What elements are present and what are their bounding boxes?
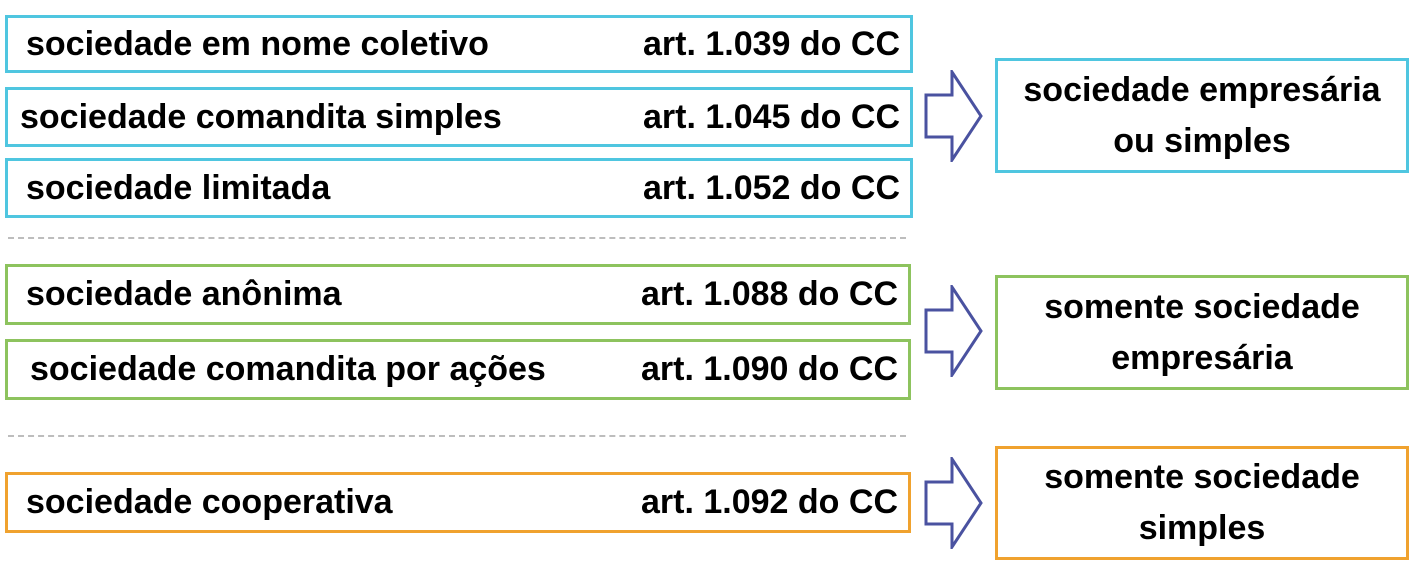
row-label: sociedade comandita por ações xyxy=(30,350,546,388)
result-line-2: empresária xyxy=(1111,338,1293,377)
row-article: art. 1.039 do CC xyxy=(643,24,900,63)
row-sociedade-comandita-por-acoes: sociedade comandita por ações art. 1.090… xyxy=(5,339,911,400)
row-article: art. 1.092 do CC xyxy=(641,483,898,521)
row-sociedade-comandita-simples: sociedade comandita simples art. 1.045 d… xyxy=(5,87,913,147)
row-article: art. 1.045 do CC xyxy=(643,97,900,136)
arrow-right-icon xyxy=(924,457,983,549)
result-somente-sociedade-empresaria: somente sociedade empresária xyxy=(995,275,1409,390)
result-line-1: somente sociedade xyxy=(1044,287,1360,326)
result-line-1: somente sociedade xyxy=(1044,458,1360,496)
row-sociedade-cooperativa: sociedade cooperativa art. 1.092 do CC xyxy=(5,472,911,533)
row-label: sociedade limitada xyxy=(26,168,331,207)
result-somente-sociedade-simples: somente sociedade simples xyxy=(995,446,1409,560)
result-sociedade-empresaria-ou-simples: sociedade empresária ou simples xyxy=(995,58,1409,173)
row-label: sociedade em nome coletivo xyxy=(26,24,489,63)
row-sociedade-limitada: sociedade limitada art. 1.052 do CC xyxy=(5,158,913,218)
row-label: sociedade anônima xyxy=(26,275,342,313)
row-article: art. 1.088 do CC xyxy=(641,275,898,313)
dashed-divider xyxy=(8,237,906,239)
row-label: sociedade cooperativa xyxy=(26,483,393,521)
dashed-divider xyxy=(8,435,906,437)
result-line-2: simples xyxy=(1138,509,1266,547)
row-article: art. 1.090 do CC xyxy=(641,350,898,388)
arrow-right-icon xyxy=(924,70,983,162)
row-sociedade-anonima: sociedade anônima art. 1.088 do CC xyxy=(5,264,911,325)
row-sociedade-em-nome-coletivo: sociedade em nome coletivo art. 1.039 do… xyxy=(5,15,913,73)
row-label: sociedade comandita simples xyxy=(20,97,502,136)
result-line-1: sociedade empresária xyxy=(1023,70,1381,109)
row-article: art. 1.052 do CC xyxy=(643,168,900,207)
arrow-right-icon xyxy=(924,285,983,377)
result-line-2: ou simples xyxy=(1113,121,1291,160)
